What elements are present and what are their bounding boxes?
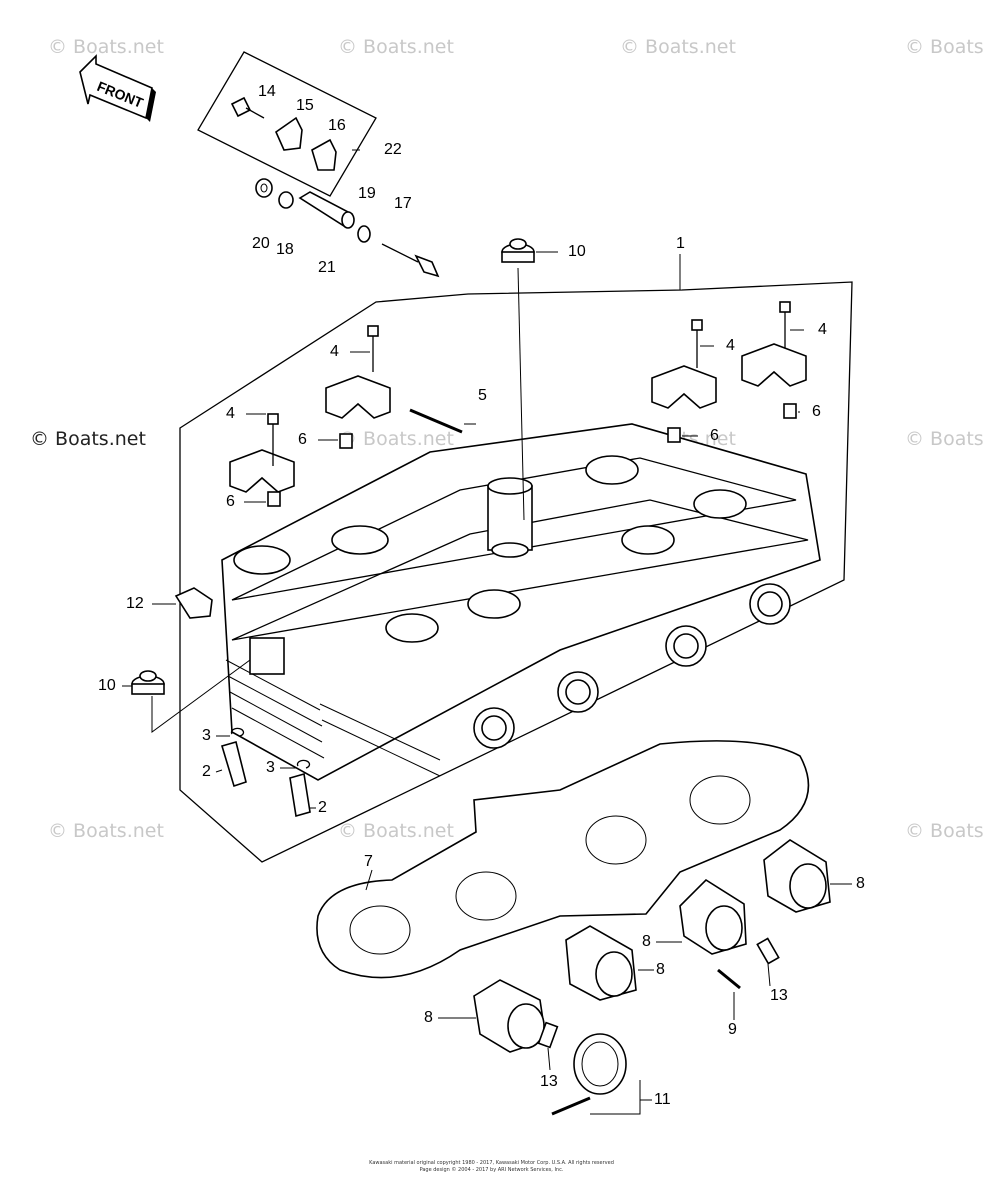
dowel-6-b bbox=[339, 433, 353, 449]
nut-10-top bbox=[501, 238, 535, 263]
callout-7: 7 bbox=[364, 853, 373, 870]
callout-20: 20 bbox=[252, 235, 270, 252]
copyright-line-2: Page design © 2004 - 2017 by ARI Network… bbox=[419, 1167, 564, 1173]
callout-6-b: 6 bbox=[298, 431, 307, 448]
callout-1: 1 bbox=[676, 235, 685, 252]
callout-8-c: 8 bbox=[642, 933, 651, 950]
callout-4-d: 4 bbox=[818, 321, 827, 338]
tachometer-gear-21 bbox=[298, 191, 355, 229]
copyright-line-1: Kawasaki material original copyright 198… bbox=[369, 1160, 614, 1166]
cam-cap-right-b bbox=[741, 343, 807, 387]
bracket-16 bbox=[311, 138, 337, 171]
bolt-4-c bbox=[691, 319, 703, 368]
dowel-6-d bbox=[783, 403, 797, 419]
valve-guide-2-b bbox=[289, 772, 311, 818]
watermark: © Boats.net bbox=[905, 428, 983, 450]
screw-9 bbox=[717, 968, 741, 990]
watermark: © Boats.net bbox=[48, 820, 164, 842]
callout-6-c: 6 bbox=[710, 427, 719, 444]
clip-3-a bbox=[230, 727, 245, 737]
head-gasket-7 bbox=[316, 740, 810, 979]
bolt-4-d bbox=[779, 301, 791, 348]
bolt-4-b bbox=[367, 325, 379, 372]
callout-4-b: 4 bbox=[330, 343, 339, 360]
cylinder-head bbox=[221, 423, 821, 781]
callout-15: 15 bbox=[296, 97, 314, 114]
plug-12 bbox=[174, 587, 213, 619]
watermark: © Boats.net bbox=[30, 428, 146, 450]
callout-13-a: 13 bbox=[540, 1073, 558, 1090]
watermark: © Boats.net bbox=[905, 820, 983, 842]
callout-6-a: 6 bbox=[226, 493, 235, 510]
dowel-6-a bbox=[267, 491, 281, 507]
leader-lines bbox=[122, 149, 852, 1115]
callout-14: 14 bbox=[258, 83, 276, 100]
callout-3-b: 3 bbox=[266, 759, 275, 776]
intake-holder-8-c bbox=[679, 878, 747, 955]
callout-2-a: 2 bbox=[202, 763, 211, 780]
clamp-screw-11 bbox=[551, 1096, 591, 1116]
callout-19: 19 bbox=[358, 185, 376, 202]
valve-guide-2-a bbox=[221, 741, 247, 788]
intake-holder-8-a bbox=[473, 979, 547, 1053]
dowel-6-c bbox=[667, 427, 681, 443]
callout-10-left: 10 bbox=[98, 677, 116, 694]
watermark: © Boats.net bbox=[48, 36, 164, 58]
callout-4-a: 4 bbox=[226, 405, 235, 422]
tachometer-shaft-17 bbox=[381, 243, 440, 278]
callout-12: 12 bbox=[126, 595, 144, 612]
front-arrow-icon: FRONT bbox=[79, 54, 156, 122]
clamp-11 bbox=[573, 1033, 627, 1095]
callout-8-b: 8 bbox=[656, 961, 665, 978]
cam-cap-right-a bbox=[651, 365, 717, 409]
callout-11: 11 bbox=[654, 1091, 671, 1108]
clip-3-b bbox=[296, 759, 311, 769]
callout-17: 17 bbox=[394, 195, 412, 212]
hose-13-a bbox=[537, 1021, 559, 1049]
callout-3-a: 3 bbox=[202, 727, 211, 744]
watermark: © Boats.net bbox=[338, 820, 454, 842]
callout-8-d: 8 bbox=[856, 875, 865, 892]
bolt-14 bbox=[230, 96, 265, 119]
callout-22: 22 bbox=[384, 141, 402, 158]
hose-13-b bbox=[756, 937, 780, 965]
watermark: © Boats.net bbox=[620, 36, 736, 58]
callout-10-top: 10 bbox=[568, 243, 586, 260]
callout-2-b: 2 bbox=[318, 799, 327, 816]
callout-9: 9 bbox=[728, 1021, 737, 1038]
stud-5 bbox=[409, 408, 463, 434]
intake-holder-8-d bbox=[763, 839, 831, 913]
watermark: © Boats.net bbox=[905, 36, 983, 58]
callout-5: 5 bbox=[478, 387, 487, 404]
o-ring-19 bbox=[357, 225, 371, 243]
bolt-4-a bbox=[267, 413, 279, 466]
callout-8-a: 8 bbox=[424, 1009, 433, 1026]
assembly-1-outline bbox=[179, 281, 853, 863]
callout-6-d: 6 bbox=[812, 403, 821, 420]
bracket-15 bbox=[275, 116, 303, 151]
watermark: © Boats.net bbox=[338, 36, 454, 58]
seal-18 bbox=[278, 191, 294, 209]
callout-16: 16 bbox=[328, 117, 346, 134]
cam-cap-left bbox=[229, 449, 295, 493]
kit-22-outline bbox=[197, 51, 377, 197]
callout-21: 21 bbox=[318, 259, 336, 276]
nut-10-left bbox=[131, 670, 165, 695]
callout-13-b: 13 bbox=[770, 987, 788, 1004]
washer-20 bbox=[255, 178, 273, 198]
cam-cap-center bbox=[325, 375, 391, 419]
watermark: © Boats.net bbox=[338, 428, 454, 450]
callout-4-c: 4 bbox=[726, 337, 735, 354]
intake-holder-8-b bbox=[565, 925, 637, 1001]
callout-18: 18 bbox=[276, 241, 294, 258]
